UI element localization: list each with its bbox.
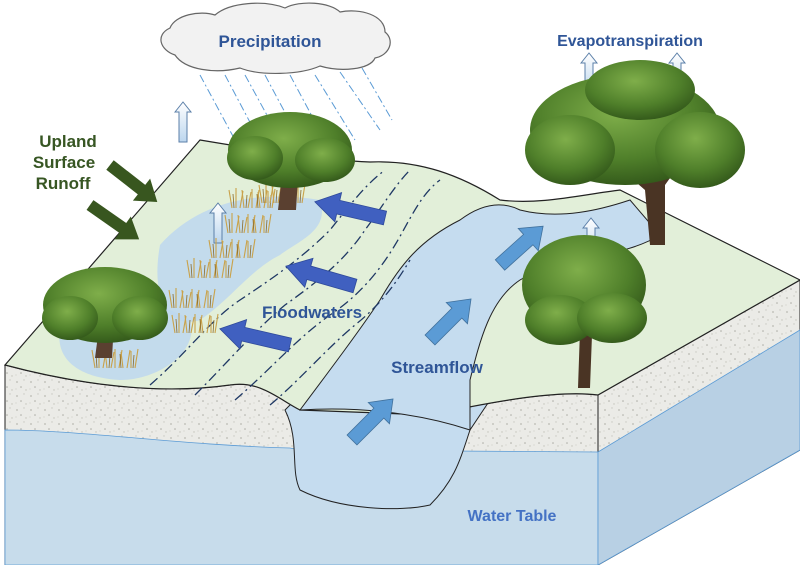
tree-upper-right — [525, 60, 745, 245]
precipitation-label: Precipitation — [219, 32, 322, 51]
floodwater-arrow-2 — [285, 257, 358, 294]
groundwater-right — [597, 329, 800, 565]
floodplain-lines — [149, 169, 441, 406]
streamflow-arrow-1 — [346, 398, 394, 446]
stream-cross-section — [284, 394, 491, 510]
runoff-label-line1: Upland — [39, 132, 97, 151]
runoff-arrow-1 — [106, 160, 158, 202]
tree-lower-right — [522, 235, 647, 388]
evapotranspiration-arrow-3 — [174, 101, 192, 143]
floodwater-arrow-3 — [219, 318, 293, 353]
streamflow-label: Streamflow — [391, 358, 483, 377]
runoff-arrow-2 — [86, 200, 140, 240]
tree-icon — [42, 60, 745, 388]
floodwaters-label: Floodwaters — [262, 303, 362, 322]
cloud-icon — [160, 2, 391, 74]
streamflow-arrow-2 — [424, 298, 472, 346]
floodwater-arrow-1 — [314, 191, 388, 226]
tree-lower-left — [42, 267, 168, 358]
runoff-label-line3: Runoff — [36, 174, 91, 193]
tree-upper-wetland — [227, 112, 355, 210]
runoff-label-line2: Surface — [33, 153, 95, 172]
streamflow-arrow-3 — [494, 225, 544, 271]
evapotranspiration-label: Evapotranspiration — [557, 33, 703, 50]
water-table-label: Water Table — [468, 508, 557, 525]
